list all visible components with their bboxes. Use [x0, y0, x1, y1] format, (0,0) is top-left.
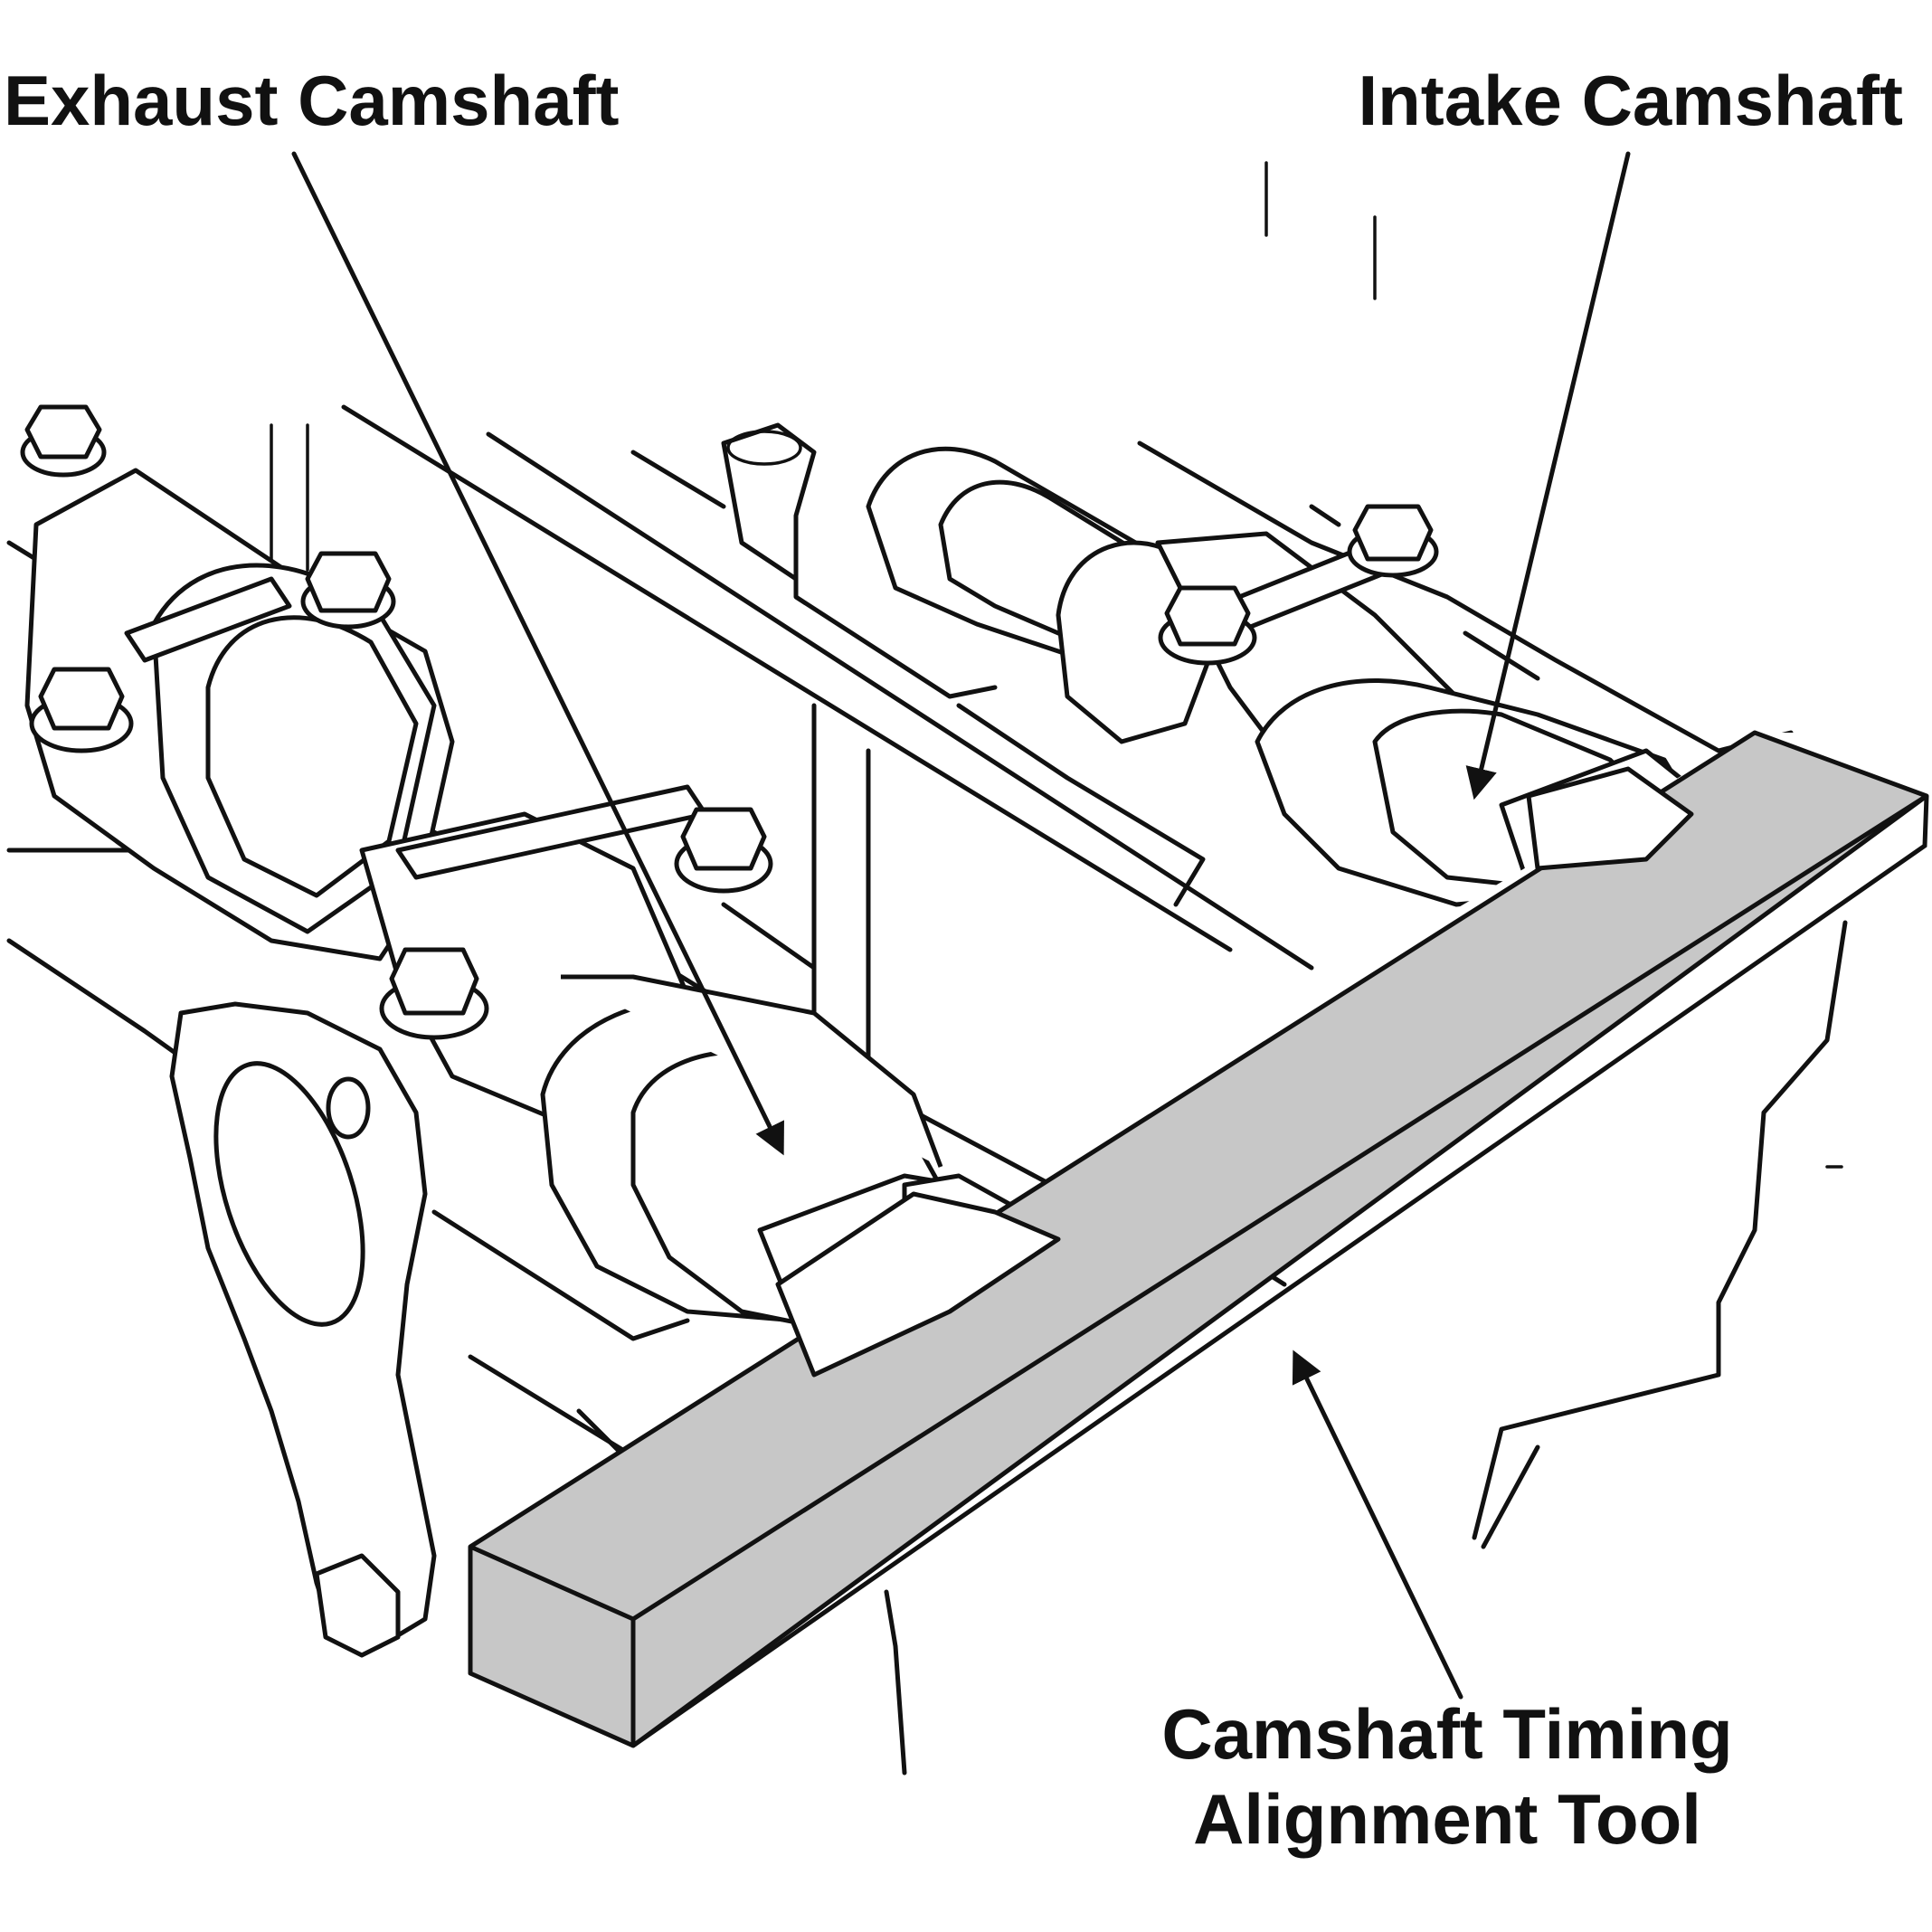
bolt-icon: [674, 807, 773, 894]
exhaust-camshaft-label: Exhaust Camshaft: [4, 61, 620, 140]
tool-arrow: [1292, 1350, 1463, 1700]
intake-bolts: [1158, 504, 1439, 666]
callout-arrows: [291, 151, 1631, 1700]
exhaust-arrow: [291, 151, 784, 1156]
bolt-icon: [1347, 504, 1439, 578]
alignment-tool-label-line1: Camshaft Timing: [1161, 1694, 1733, 1774]
front-housing: [169, 1001, 437, 1658]
intake-arrow: [1465, 151, 1631, 800]
alignment-tool-label-line2: Alignment Tool: [1193, 1779, 1701, 1859]
bolt-icon: [29, 667, 134, 753]
bolt-icon: [1158, 585, 1257, 666]
bolt-icon: [300, 551, 396, 630]
bolt-icon: [379, 947, 489, 1040]
exhaust-bolts: [20, 404, 773, 1040]
intake-camshaft-label: Intake Camshaft: [1358, 61, 1903, 140]
bolt-icon: [20, 404, 107, 478]
alignment-tool-label: Camshaft Timing Alignment Tool: [1094, 1691, 1800, 1861]
alignment-tool: [468, 730, 1929, 1748]
